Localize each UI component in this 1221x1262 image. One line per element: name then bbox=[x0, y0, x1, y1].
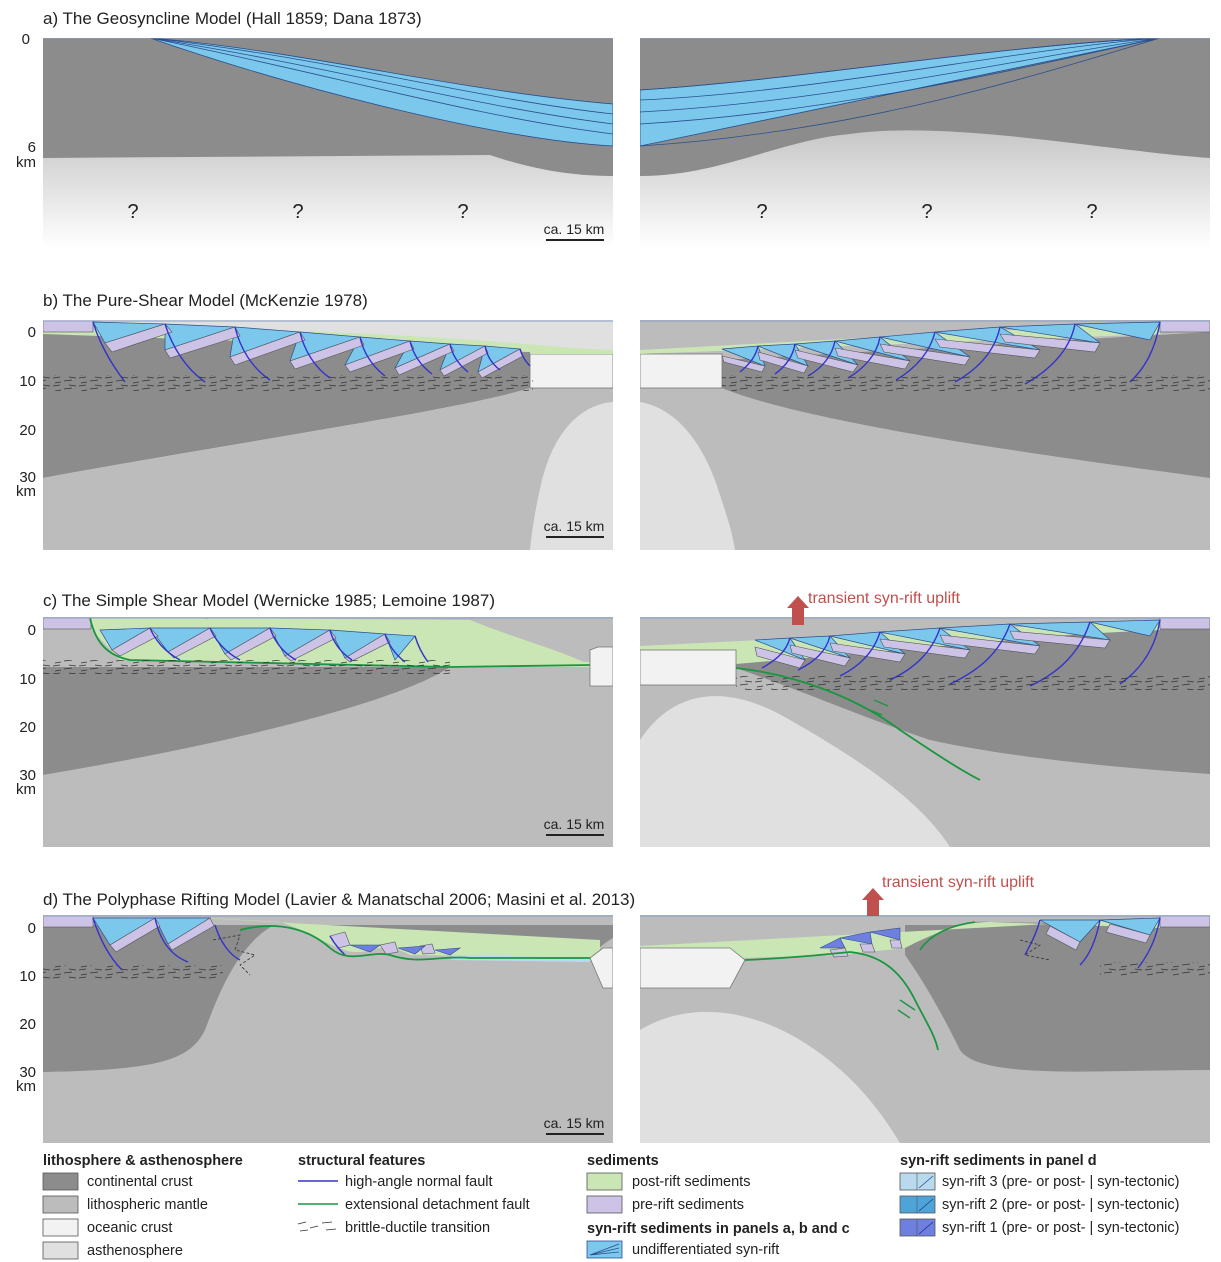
uplift-annotation: transient syn-rift uplift bbox=[882, 874, 1035, 891]
panel-d: d) The Polyphase Rifting Model (Lavier &… bbox=[16, 874, 1210, 1143]
unknown-marker: ? bbox=[756, 201, 767, 223]
detachment-fault bbox=[239, 925, 590, 961]
lithospheric-mantle bbox=[43, 922, 613, 1143]
syn-rift-basin bbox=[149, 38, 613, 147]
swatch-pre-rift bbox=[586, 1195, 623, 1214]
uplift-arrow-icon bbox=[787, 596, 809, 625]
panel-c-unit: km bbox=[16, 781, 36, 798]
panel-a-right-section bbox=[640, 38, 1210, 248]
panel-b-scale-label: ca. 15 km bbox=[544, 518, 605, 534]
legend-synrift-3: syn-rift 3 (pre- or post- | syn-tectonic… bbox=[942, 1174, 1179, 1190]
panel-b-tick: 0 bbox=[28, 324, 36, 341]
legend-lithospheric-mantle: lithospheric mantle bbox=[87, 1197, 208, 1213]
panel-c-right-section bbox=[640, 617, 1210, 847]
panel-d-tick: 10 bbox=[19, 968, 36, 985]
detachment-fault bbox=[89, 617, 591, 668]
continental-crust bbox=[43, 628, 450, 775]
panel-d-right-section bbox=[640, 915, 1210, 1143]
legend-heading-synrift-abc: syn-rift sediments in panels a, b and c bbox=[587, 1221, 850, 1237]
panel-c-tick: 20 bbox=[19, 719, 36, 736]
panel-a-scale-label: ca. 15 km bbox=[544, 221, 605, 237]
swatch-asthenosphere bbox=[42, 1241, 79, 1260]
legend-heading-lithosphere: lithosphere & asthenosphere bbox=[43, 1153, 243, 1169]
panel-b: b) The Pure-Shear Model (McKenzie 1978) … bbox=[16, 291, 1210, 550]
swatch-continental-crust bbox=[42, 1172, 79, 1191]
oceanic-crust bbox=[589, 947, 613, 989]
unknown-marker: ? bbox=[292, 201, 303, 223]
pre-rift-sediments bbox=[43, 320, 94, 333]
uplift-arrow-icon bbox=[862, 888, 884, 916]
panel-b-title: b) The Pure-Shear Model (McKenzie 1978) bbox=[43, 291, 368, 310]
continental-crust bbox=[43, 38, 613, 176]
legend-pre-rift: pre-rift sediments bbox=[632, 1197, 744, 1213]
panel-c-tick: 0 bbox=[28, 622, 36, 639]
oceanic-crust bbox=[529, 353, 613, 389]
brittle-ductile-transition bbox=[43, 375, 533, 391]
swatch-synrift-1 bbox=[899, 1218, 936, 1237]
swatch-post-rift bbox=[586, 1172, 623, 1191]
panel-a-tick-0: 0 bbox=[22, 31, 30, 48]
panel-d-scale-label: ca. 15 km bbox=[544, 1115, 605, 1131]
panel-a: a) The Geosyncline Model (Hall 1859; Dan… bbox=[16, 9, 1210, 248]
legend-heading-synrift-d: syn-rift sediments in panel d bbox=[900, 1153, 1097, 1169]
legend-continental-crust: continental crust bbox=[87, 1174, 193, 1190]
panel-c: c) The Simple Shear Model (Wernicke 1985… bbox=[16, 590, 1210, 847]
legend-synrift-2: syn-rift 2 (pre- or post- | syn-tectonic… bbox=[942, 1197, 1179, 1213]
panel-a-left-section bbox=[43, 38, 613, 248]
legend-heading-structural: structural features bbox=[298, 1153, 425, 1169]
unknown-marker: ? bbox=[921, 201, 932, 223]
panel-c-scale-label: ca. 15 km bbox=[544, 816, 605, 832]
unknown-marker: ? bbox=[1086, 201, 1097, 223]
panel-d-tick: 30 bbox=[19, 1064, 36, 1081]
panel-b-left-section bbox=[43, 320, 613, 550]
panel-d-unit: km bbox=[16, 1078, 36, 1095]
uplift-annotation: transient syn-rift uplift bbox=[808, 590, 961, 607]
swatch-lithospheric-mantle bbox=[42, 1195, 79, 1214]
oceanic-crust bbox=[589, 646, 613, 687]
legend-undifferentiated-synrift: undifferentiated syn-rift bbox=[632, 1242, 779, 1258]
swatch-oceanic-crust bbox=[42, 1218, 79, 1237]
legend-detachment-fault: extensional detachment fault bbox=[345, 1197, 530, 1213]
panel-b-tick: 30 bbox=[19, 469, 36, 486]
panel-d-tick: 20 bbox=[19, 1016, 36, 1033]
legend-post-rift: post-rift sediments bbox=[632, 1174, 750, 1190]
swatch-brittle-ductile bbox=[297, 1221, 337, 1232]
legend-synrift-1: syn-rift 1 (pre- or post- | syn-tectonic… bbox=[942, 1220, 1179, 1236]
panel-b-right-section bbox=[640, 320, 1210, 550]
lithospheric-mantle bbox=[43, 667, 613, 847]
legend-oceanic-crust: oceanic crust bbox=[87, 1220, 172, 1236]
legend-brittle-ductile: brittle-ductile transition bbox=[345, 1220, 490, 1236]
swatch-synrift-3 bbox=[899, 1172, 936, 1191]
panel-a-tick-6: 6 bbox=[28, 139, 36, 156]
legend: lithosphere & asthenosphere continental … bbox=[42, 1153, 1179, 1260]
panel-c-tick: 10 bbox=[19, 671, 36, 688]
unknown-marker: ? bbox=[127, 201, 138, 223]
continental-crust bbox=[43, 922, 613, 1072]
panel-d-tick: 0 bbox=[28, 920, 36, 937]
legend-normal-fault: high-angle normal fault bbox=[345, 1174, 493, 1190]
panel-b-tick: 20 bbox=[19, 422, 36, 439]
panel-d-left-section bbox=[43, 915, 613, 1143]
panel-a-title: a) The Geosyncline Model (Hall 1859; Dan… bbox=[43, 9, 422, 28]
panel-c-left-section bbox=[43, 617, 613, 847]
panel-a-unit: km bbox=[16, 154, 36, 171]
swatch-synrift-2 bbox=[899, 1195, 936, 1214]
panel-b-tick: 10 bbox=[19, 373, 36, 390]
panel-c-title: c) The Simple Shear Model (Wernicke 1985… bbox=[43, 591, 495, 610]
panel-b-unit: km bbox=[16, 483, 36, 500]
unknown-marker: ? bbox=[457, 201, 468, 223]
legend-asthenosphere: asthenosphere bbox=[87, 1243, 183, 1259]
panel-d-title: d) The Polyphase Rifting Model (Lavier &… bbox=[43, 890, 635, 909]
panel-c-tick: 30 bbox=[19, 767, 36, 784]
legend-heading-sediments: sediments bbox=[587, 1153, 659, 1169]
post-rift-sediments bbox=[200, 918, 600, 958]
